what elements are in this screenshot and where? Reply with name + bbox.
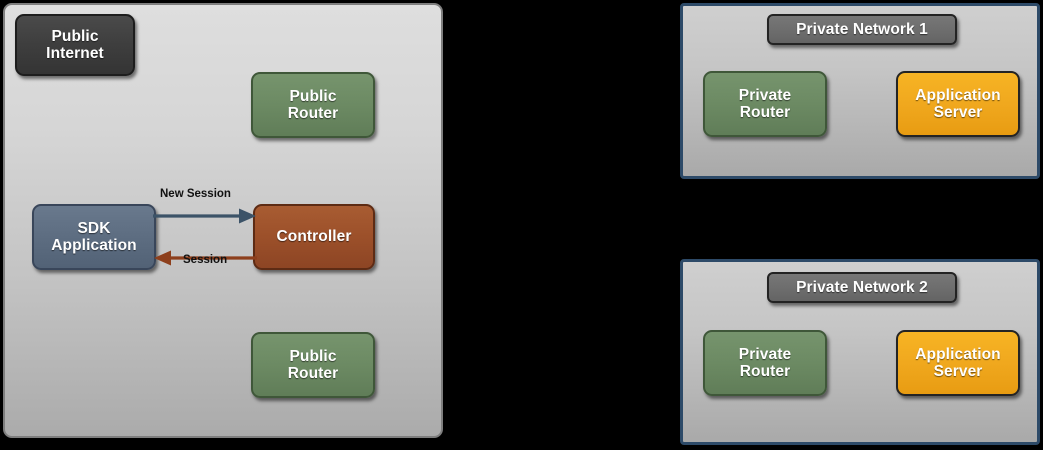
- node-public-router-bottom[interactable]: Public Router: [251, 332, 375, 398]
- new-session-arrow-label: New Session: [160, 188, 231, 200]
- private-network-2-panel: Private Network 2 Private Router Applica…: [680, 259, 1040, 445]
- node-sdk-application-label: SDK Application: [51, 219, 137, 254]
- private-network-1-title-label: Private Network 1: [796, 20, 928, 38]
- private-network-1-title-badge: Private Network 1: [767, 14, 957, 45]
- node-public-internet-label: Public Internet: [46, 27, 104, 62]
- node-private-router-1[interactable]: Private Router: [703, 71, 827, 137]
- new-session-arrow: [153, 208, 256, 224]
- private-network-2-title-label: Private Network 2: [796, 278, 928, 296]
- node-public-internet[interactable]: Public Internet: [15, 14, 135, 76]
- node-sdk-application[interactable]: SDK Application: [32, 204, 156, 270]
- node-public-router-top-label: Public Router: [287, 87, 339, 122]
- node-application-server-1-label: Application Server: [915, 86, 1001, 121]
- node-application-server-2-label: Application Server: [915, 345, 1001, 380]
- node-public-router-bottom-label: Public Router: [287, 347, 339, 382]
- node-private-router-1-label: Private Router: [738, 86, 792, 121]
- node-public-router-top[interactable]: Public Router: [251, 72, 375, 138]
- session-arrow-label: Session: [183, 254, 228, 266]
- public-internet-zone-panel: Public Internet Public Router SDK Applic…: [3, 3, 443, 438]
- private-network-1-panel: Private Network 1 Private Router Applica…: [680, 3, 1040, 179]
- session-arrow: [154, 250, 257, 266]
- node-application-server-2[interactable]: Application Server: [896, 330, 1020, 396]
- node-application-server-1[interactable]: Application Server: [896, 71, 1020, 137]
- private-network-2-title-badge: Private Network 2: [767, 272, 957, 303]
- node-private-router-2[interactable]: Private Router: [703, 330, 827, 396]
- node-controller[interactable]: Controller: [253, 204, 375, 270]
- node-controller-label: Controller: [276, 228, 352, 246]
- node-private-router-2-label: Private Router: [738, 345, 792, 380]
